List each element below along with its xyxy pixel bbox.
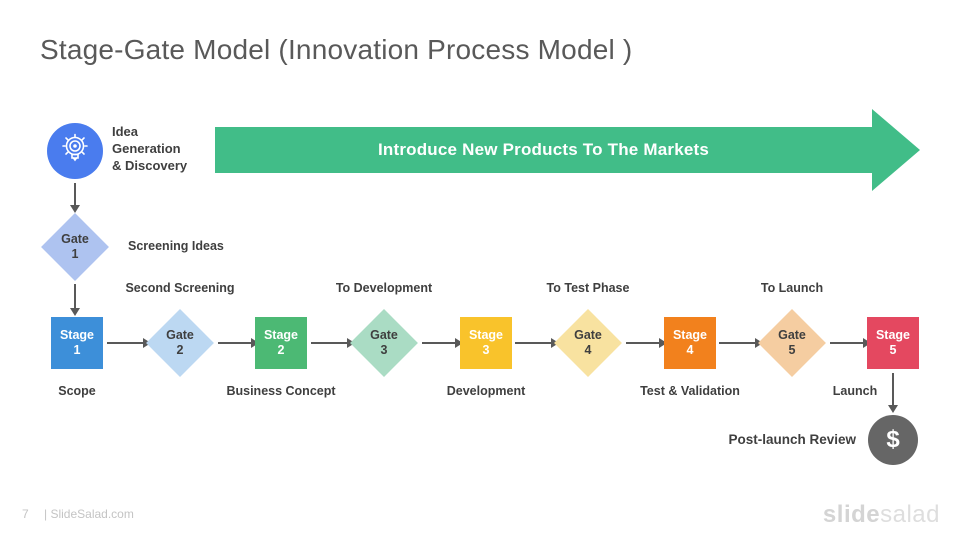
- gate-4-number: 4: [584, 343, 592, 357]
- gate-5-label: To Launch: [760, 281, 824, 295]
- gate-2-node: Gate 2: [145, 308, 215, 378]
- gate-4-node: Gate 4: [553, 308, 623, 378]
- gate-3-label: To Development: [335, 281, 433, 295]
- stage-3-word: Stage: [468, 328, 504, 342]
- stage-1-label: Scope: [58, 384, 96, 398]
- dollar-icon: $: [886, 426, 900, 453]
- slide-title: Stage-Gate Model (Innovation Process Mod…: [40, 34, 633, 65]
- gate-1-number: 1: [71, 247, 79, 261]
- idea-generation-circle: [47, 123, 103, 179]
- stage-1-number: 1: [73, 343, 81, 357]
- arrow-stage5-review: [888, 373, 898, 413]
- banner-arrow: Introduce New Products To The Markets: [215, 127, 872, 173]
- gate-3-node: Gate 3: [349, 308, 419, 378]
- idea-generation-label: Idea Generation & Discovery: [112, 124, 188, 173]
- gate-5-node: Gate 5: [757, 308, 827, 378]
- stage-5-word: Stage: [875, 328, 911, 342]
- footer-site-link[interactable]: | SlideSalad.com: [44, 507, 134, 521]
- gate-2-label: Second Screening: [125, 281, 235, 295]
- gate-5-word: Gate: [778, 328, 806, 342]
- stage-5-label: Launch: [832, 384, 878, 398]
- arrow-gate3-stage3: [422, 338, 463, 348]
- gate-5-number: 5: [788, 343, 796, 357]
- gate-1-label: Screening Ideas: [128, 239, 224, 253]
- gate-3-number: 3: [380, 343, 388, 357]
- stage-3-label: Development: [446, 384, 526, 398]
- stage-2-word: Stage: [263, 328, 299, 342]
- lightbulb-icon: [56, 130, 94, 173]
- banner-arrowhead: [872, 109, 920, 191]
- gate-2-number: 2: [176, 343, 184, 357]
- arrow-gate5-stage5: [830, 338, 871, 348]
- arrow-gate4-stage4: [626, 338, 667, 348]
- arrow-stage3-gate4: [515, 338, 559, 348]
- post-launch-label: Post-launch Review: [728, 432, 856, 447]
- stage-1-square: Stage 1: [51, 317, 103, 369]
- stage-3-square: Stage 3: [460, 317, 512, 369]
- gate-4-label: To Test Phase: [546, 281, 630, 295]
- logo-slide: slide: [822, 501, 881, 528]
- stage-4-number: 4: [686, 343, 694, 357]
- stage-4-word: Stage: [672, 328, 708, 342]
- logo-salad: salad: [880, 501, 940, 528]
- arrow-stage4-gate5: [719, 338, 763, 348]
- stage-4-square: Stage 4: [664, 317, 716, 369]
- arrow-gate2-stage2: [218, 338, 259, 348]
- arrow-idea-to-gate1: [70, 183, 80, 213]
- stage-5-square: Stage 5: [867, 317, 919, 369]
- page-number: 7: [22, 507, 29, 521]
- stage-3-number: 3: [482, 343, 490, 357]
- arrow-gate1-to-stage1: [70, 284, 80, 316]
- post-launch-circle: $: [868, 415, 918, 465]
- slidesalad-logo: slidesalad: [823, 501, 940, 529]
- stage-1-word: Stage: [59, 328, 95, 342]
- banner-text: Introduce New Products To The Markets: [377, 140, 710, 159]
- gate-4-word: Gate: [574, 328, 602, 342]
- stage-2-label: Business Concept: [226, 384, 336, 398]
- stage-2-square: Stage 2: [255, 317, 307, 369]
- gate-2-word: Gate: [166, 328, 194, 342]
- stage-5-number: 5: [889, 343, 897, 357]
- gate-3-word: Gate: [370, 328, 398, 342]
- arrow-stage2-gate3: [311, 338, 355, 348]
- gate-1-word: Gate: [61, 232, 89, 246]
- gate-1-node: Gate 1: [40, 212, 110, 282]
- stage-2-number: 2: [277, 343, 285, 357]
- stage-4-label: Test & Validation: [640, 384, 740, 398]
- arrow-stage1-gate2: [107, 338, 151, 348]
